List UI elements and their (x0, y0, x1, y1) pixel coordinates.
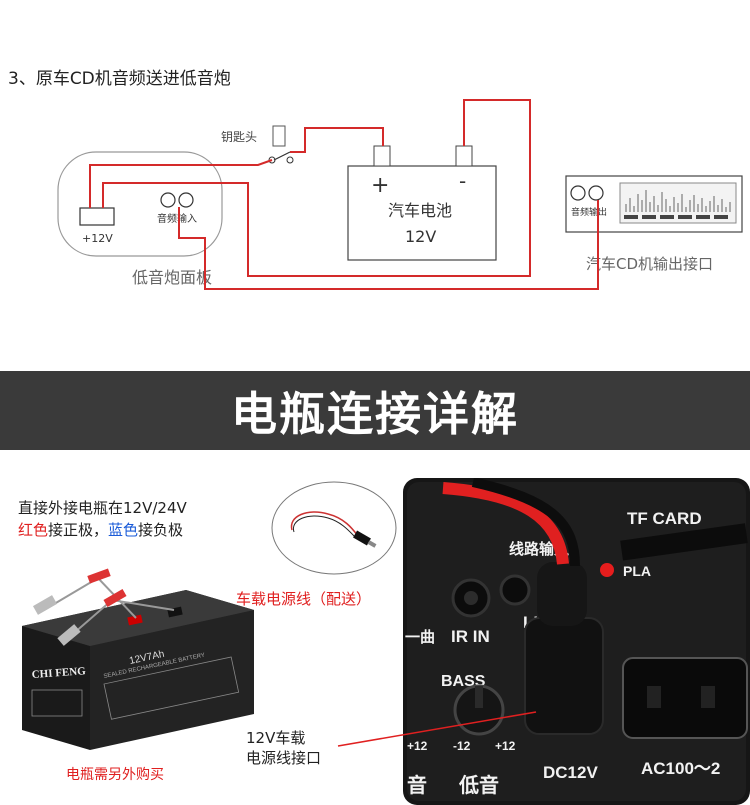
cd-audio-jack-left (570, 185, 586, 201)
panel-12v-label: +12V (82, 232, 113, 245)
panel-ir-in: IR IN (451, 627, 490, 646)
car-battery-body (347, 165, 497, 261)
panel-audio-jack-right (178, 192, 194, 208)
step-title: 3、原车CD机音频送进低音炮 (8, 69, 231, 89)
power-cable-illustration (271, 481, 397, 575)
panel-ac: AC100～2 (641, 759, 720, 778)
battery-purchase-note: 电瓶需另外购买 (66, 767, 164, 783)
equalizer-bars (625, 190, 731, 212)
desc-line1: 直接外接电瓶在12V/24V (18, 499, 187, 517)
battery-negative-terminal (455, 145, 473, 167)
banner-title: 电瓶连接详解 (231, 386, 519, 441)
panel-left-cn2: 一曲 (405, 628, 435, 646)
panel-ac-socket (622, 657, 748, 739)
battery-illustration: CHI FENG 12V7Ah SEALED RECHARGEABLE BATT… (22, 568, 254, 750)
wiring-diagram: +12V 音频输入 低音炮面板 钥匙头 + - 汽车电池 12V 音频输出 汽车 (57, 99, 743, 290)
connector-label-line2: 电源线接口 (246, 749, 322, 767)
panel-dc12v: DC12V (543, 763, 598, 782)
connector-label-line1: 12V车载 (246, 729, 306, 747)
cd-caption: 汽车CD机输出接口 (586, 255, 713, 273)
key-label: 钥匙头 (221, 130, 257, 144)
panel-bass-cn: 低音 (458, 773, 499, 797)
panel-p12b: +12 (495, 739, 516, 753)
panel-line-jack (499, 574, 531, 606)
panel-led (600, 563, 614, 577)
desc-blue: 蓝色 (108, 521, 139, 539)
desc-line2: 红色接正极，蓝色接负极 (18, 521, 184, 539)
battery-label: 汽车电池 (388, 201, 452, 220)
battery-minus: - (459, 169, 466, 193)
section-banner: 电瓶连接详解 (0, 371, 750, 450)
cable-label: 车载电源线（配送） (236, 590, 372, 608)
battery-plus: + (371, 173, 389, 198)
panel-m12: -12 (453, 739, 471, 753)
key-icon (272, 125, 286, 147)
panel-p12a: +12 (407, 739, 428, 753)
cd-audio-jack-right (588, 185, 604, 201)
panel-audio-in-label: 音频输入 (157, 212, 197, 225)
panel-tf-card: TF CARD (627, 509, 702, 528)
desc-red: 红色 (18, 521, 49, 539)
battery-voltage: 12V (405, 227, 436, 246)
battery-positive-terminal (373, 145, 391, 167)
panel-caption: 低音炮面板 (132, 268, 212, 287)
battery-brand: CHI FENG (31, 665, 86, 681)
panel-pla: PLA (623, 563, 651, 579)
connector-label: 12V车载 电源线接口 (246, 728, 321, 768)
panel-left-cn1: 音 (407, 773, 427, 797)
panel-12v-terminal (79, 207, 115, 226)
panel-audio-jack-left (160, 192, 176, 208)
subwoofer-panel-outline (57, 151, 223, 257)
connection-description: 直接外接电瓶在12V/24V 红色接正极，蓝色接负极 (18, 497, 187, 541)
amplifier-panel-photo: TF CARD PLA 线路输入 一曲 IR IN LINE IN BASS +… (403, 478, 750, 805)
cd-audio-out-label: 音频输出 (571, 206, 607, 218)
panel-dc-plug (524, 617, 604, 735)
